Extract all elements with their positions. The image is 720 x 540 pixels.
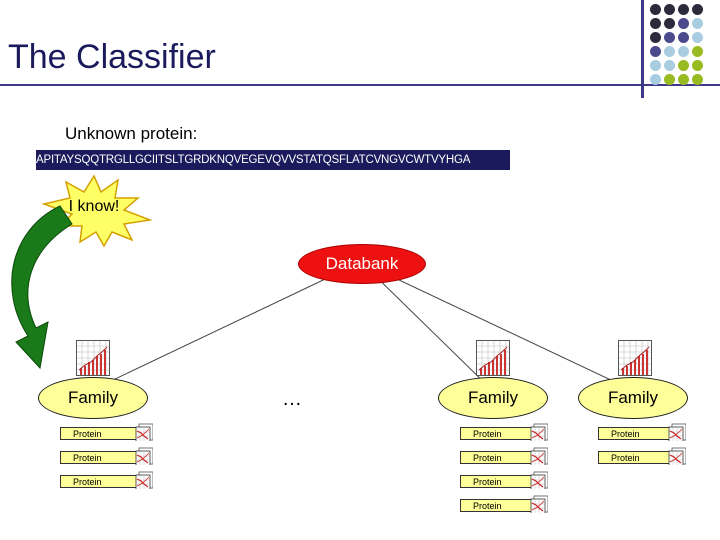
decor-dot [650,46,661,57]
databank-node[interactable]: Databank [298,244,426,284]
sequence-box: APITAYSQQTRGLLGCIITSLTGRDKNQVEGEVQVVSTAT… [36,150,510,170]
decor-dot [692,18,703,29]
protein-item[interactable]: Protein [460,475,540,488]
decor-dot [692,4,703,15]
decor-dot [664,74,675,85]
vertical-accent-line [641,0,644,98]
protein-chart-icon [135,471,153,489]
decor-dot [650,60,661,71]
decor-dot [678,4,689,15]
protein-item[interactable]: Protein [460,499,540,512]
protein-item[interactable]: Protein [460,427,540,440]
decor-dot [692,74,703,85]
bar-chart-icon [618,340,652,376]
decor-dot [678,32,689,43]
decor-dot [692,32,703,43]
decor-dot [678,46,689,57]
decor-dot [650,18,661,29]
title-underline [0,84,720,86]
decor-dot [650,32,661,43]
decor-dot [650,4,661,15]
bar-chart-icon [476,340,510,376]
ellipsis: … [282,388,302,410]
decor-dot [664,32,675,43]
explosion-burst-icon [41,174,153,248]
protein-chart-icon [530,471,548,489]
protein-chart-icon [530,423,548,441]
family-node[interactable]: Family [38,377,148,419]
burst-label: I know! [68,198,120,215]
decor-dot [664,46,675,57]
protein-item[interactable]: Protein [60,475,140,488]
slide-title: The Classifier [8,38,216,76]
protein-chart-icon [668,423,686,441]
decor-dot [664,4,675,15]
protein-item[interactable]: Protein [460,451,540,464]
protein-chart-icon [135,423,153,441]
connector-line-family-3 [360,261,633,391]
decor-dot [692,60,703,71]
protein-item[interactable]: Protein [60,451,140,464]
protein-chart-icon [530,495,548,513]
protein-chart-icon [530,447,548,465]
connector-line-family-2 [360,261,493,391]
curved-arrow-icon [11,205,73,370]
protein-item[interactable]: Protein [60,427,140,440]
decor-dot [650,74,661,85]
decor-dot [678,60,689,71]
decor-dot [678,74,689,85]
decor-dot [678,18,689,29]
connector-line-family-1 [91,261,362,391]
unknown-protein-label: Unknown protein: [65,124,198,143]
decor-dot [692,46,703,57]
protein-item[interactable]: Protein [598,427,678,440]
protein-item[interactable]: Protein [598,451,678,464]
family-node[interactable]: Family [438,377,548,419]
protein-chart-icon [668,447,686,465]
decor-dot [664,18,675,29]
bar-chart-icon [76,340,110,376]
family-node[interactable]: Family [578,377,688,419]
decor-dot [664,60,675,71]
protein-chart-icon [135,447,153,465]
